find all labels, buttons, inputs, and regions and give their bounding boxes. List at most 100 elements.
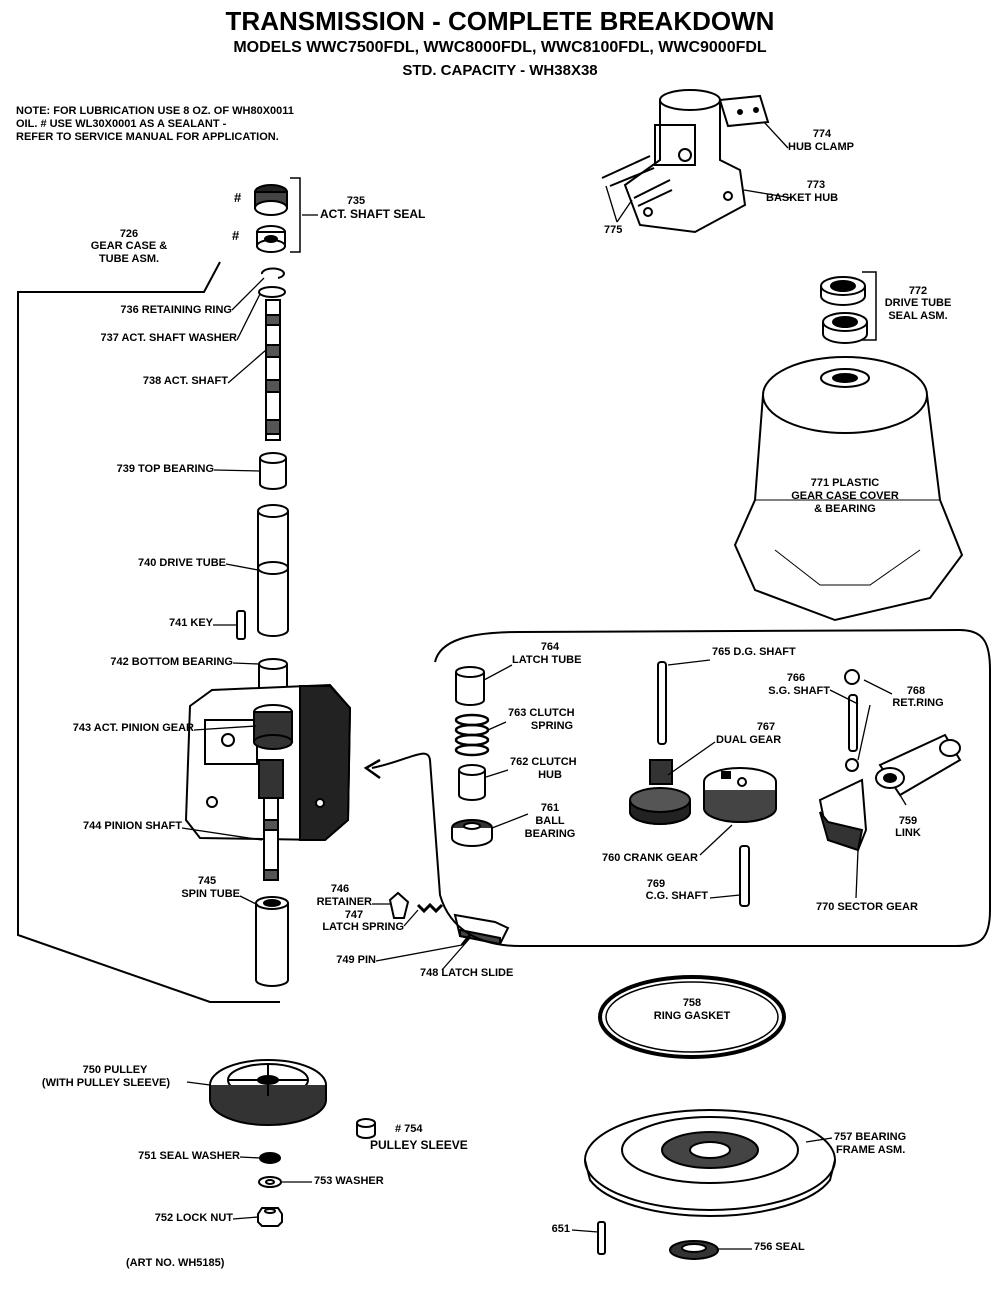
label-743: 743 ACT. PINION GEAR [72,722,194,734]
label-769-num: 769 [646,878,666,890]
spin-tube-part [256,897,288,986]
label-754-num: # 754 [395,1123,423,1135]
pin-part [462,935,470,945]
dual-gear-part [630,760,690,824]
label-761-line1: BALL [535,815,565,827]
label-750-line2: (WITH PULLEY SLEEVE) [41,1077,171,1089]
lubrication-note-line2: OIL. # USE WL30X0001 AS A SEALANT - [16,118,227,130]
gear-case-cover-part [735,357,962,620]
label-762-line2: HUB [538,769,562,781]
pulley-sleeve-part [357,1119,375,1138]
label-749: 749 PIN [336,954,376,966]
leader-lines [182,122,906,1249]
washer-part [259,1177,281,1187]
ret-ring-part [845,670,859,684]
label-747-num: 747 [344,909,364,921]
label-735-num: 735 [346,195,366,207]
page-title: TRANSMISSION - COMPLETE BREAKDOWN [225,6,775,36]
label-745-num: 745 [197,875,217,887]
clutch-hub-part [459,765,485,800]
bearing-frame-part [585,1110,835,1216]
hash-mark-2: # [232,228,240,243]
label-736: 736 RETAINING RING [120,304,232,316]
label-766-num: 766 [786,672,806,684]
label-651: 651 [551,1223,570,1235]
label-737: 737 ACT. SHAFT WASHER [100,332,237,344]
label-726-line2: TUBE ASM. [98,253,160,265]
label-738: 738 ACT. SHAFT [142,375,228,387]
label-744: 744 PINION SHAFT [82,820,182,832]
label-746-name: RETAINER [316,896,372,908]
retainer-part [390,893,408,918]
lubrication-note-line3: REFER TO SERVICE MANUAL FOR APPLICATION. [16,131,279,143]
sector-gear-part [820,780,866,850]
label-754-name: PULLEY SLEEVE [370,1138,468,1152]
seal-washer-part [260,1153,280,1163]
label-770: 770 SECTOR GEAR [816,901,918,913]
label-771-line2: GEAR CASE COVER [791,490,899,502]
label-767-name: DUAL GEAR [716,734,782,746]
label-768-name: RET.RING [892,697,944,709]
hub-bolts-part [602,156,672,206]
ball-bearing-part [452,820,492,846]
latch-tube-part [456,667,484,705]
sg-shaft-part [849,695,857,751]
label-758-num: 758 [682,997,702,1009]
crank-gear-part [704,768,776,822]
label-745-name: SPIN TUBE [181,888,240,900]
label-740: 740 DRIVE TUBE [137,557,226,569]
label-757-line1: 757 BEARING [834,1131,907,1143]
label-759-num: 759 [898,815,918,827]
label-760: 760 CRANK GEAR [602,852,698,864]
lubrication-note-line1: NOTE: FOR LUBRICATION USE 8 OZ. OF WH80X… [16,105,294,117]
retaining-ring-part [262,269,284,278]
label-774-name: HUB CLAMP [788,141,854,153]
label-752: 752 LOCK NUT [154,1212,233,1224]
key-part [237,611,245,639]
label-773-name: BASKET HUB [766,192,839,204]
pulley-part [210,1060,326,1125]
label-761-line2: BEARING [524,828,576,840]
label-751: 751 SEAL WASHER [138,1150,240,1162]
lock-nut-part [258,1208,282,1226]
link-part [876,735,960,795]
hash-mark-1: # [234,190,242,205]
sub-assembly-callout [372,630,990,946]
label-758-name: RING GASKET [653,1010,731,1022]
label-774-num: 774 [812,128,832,140]
cg-shaft-part [740,846,749,906]
label-768-num: 768 [906,685,926,697]
label-747-name: LATCH SPRING [322,921,404,933]
act-shaft-part [266,300,280,440]
label-756: 756 SEAL [754,1241,805,1253]
label-771-line3: & BEARING [814,503,876,515]
label-739: 739 TOP BEARING [116,463,214,475]
label-773-num: 773 [806,179,826,191]
clutch-spring-part [456,715,488,755]
drive-tube-part [258,505,288,636]
label-763-line2: SPRING [530,720,574,732]
art-number: (ART NO. WH5185) [126,1257,225,1269]
label-766-name: S.G. SHAFT [768,685,830,697]
label-761-num: 761 [540,802,560,814]
label-767-num: 767 [756,721,776,733]
label-753: 753 WASHER [314,1175,384,1187]
label-741: 741 KEY [168,617,213,629]
ring-gasket-part [600,977,784,1057]
label-765: 765 D.G. SHAFT [712,646,796,658]
models-subtitle: MODELS WWC7500FDL, WWC8000FDL, WWC8100FD… [233,39,767,56]
dg-shaft-part [658,662,666,744]
label-750-line1: 750 PULLEY [82,1064,148,1076]
pinion-shaft-part [259,760,283,880]
fastener-651-part [598,1222,605,1254]
label-775: 775 [604,224,623,236]
latch-spring-part [418,905,442,911]
top-bearing-part [260,453,286,489]
label-772-line2: SEAL ASM. [888,310,948,322]
label-764-num: 764 [540,641,560,653]
label-762-line1: 762 CLUTCH [510,756,577,768]
label-764-name: LATCH TUBE [512,654,582,666]
act-shaft-washer-part [259,287,285,297]
capacity-subtitle: STD. CAPACITY - WH38X38 [402,62,598,79]
label-726-line1: GEAR CASE & [90,240,168,252]
